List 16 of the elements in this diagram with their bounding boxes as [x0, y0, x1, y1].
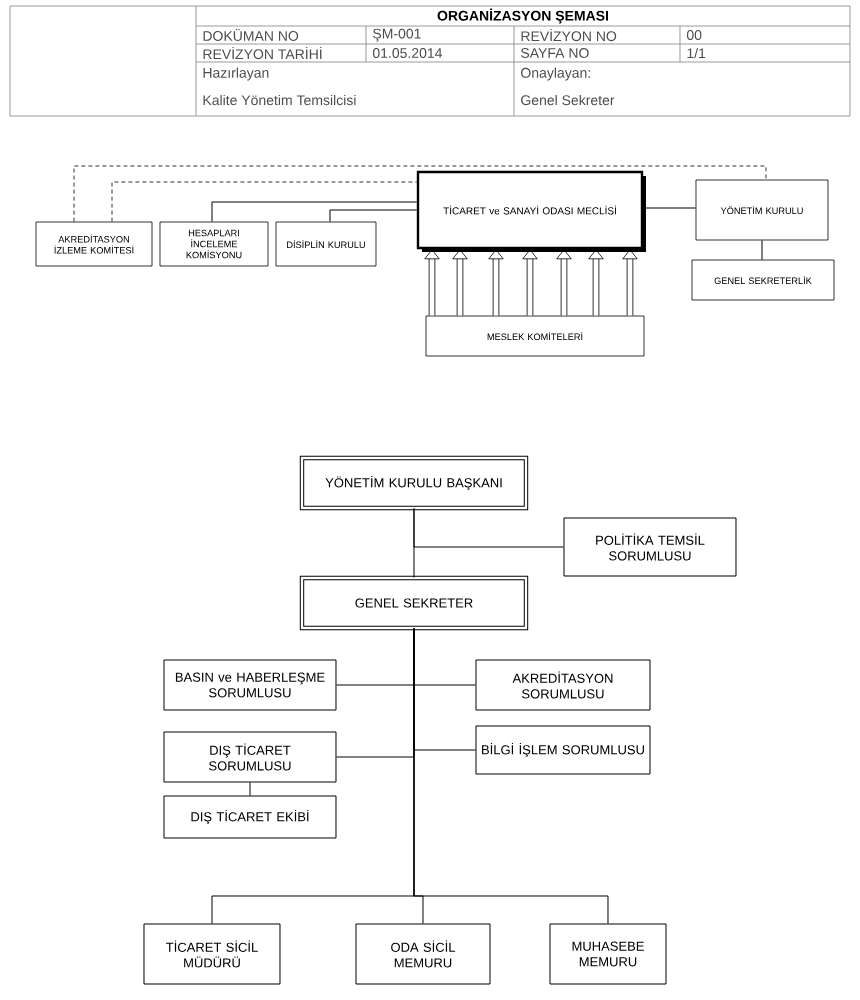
hollow-arrow — [588, 249, 604, 316]
connector-line — [211, 201, 418, 223]
connector-line — [761, 239, 763, 261]
connector-line — [642, 207, 697, 209]
connector-line — [413, 628, 609, 924]
connector-line — [413, 508, 564, 548]
hollow-arrow — [424, 249, 440, 316]
hollow-arrow — [556, 249, 572, 316]
connector-line — [249, 782, 251, 796]
connector-line — [329, 209, 418, 223]
hollow-arrow — [452, 249, 468, 316]
connector-line — [73, 165, 767, 222]
hollow-arrow — [522, 249, 538, 316]
hollow-arrow — [622, 249, 638, 316]
hollow-arrow — [488, 249, 504, 316]
connector-line — [111, 181, 418, 222]
